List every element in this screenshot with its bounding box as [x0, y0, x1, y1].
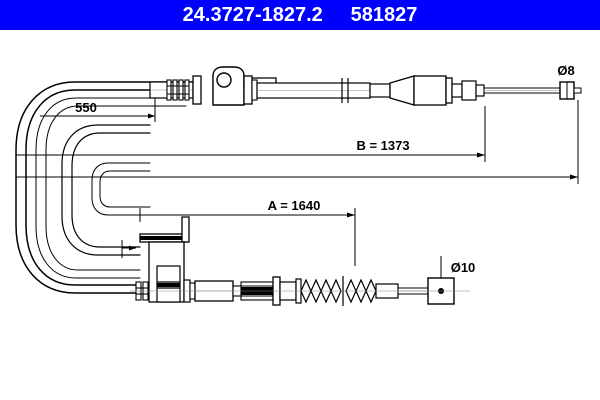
dia10-label: Ø10: [451, 260, 476, 275]
upper-barrel: [413, 75, 447, 106]
technical-drawing: Ø8 550 B = 1373 A = 1640: [15, 63, 582, 306]
bracket-hole: [216, 72, 232, 88]
dim550-arrow-right: [148, 113, 155, 119]
dim-outer-arrow-right: [570, 174, 578, 180]
cable-outer-top: [15, 81, 194, 294]
upper-taper-cone: [389, 75, 415, 106]
upper-break-marks: [341, 78, 349, 103]
dia8-annotation: Ø8: [557, 63, 574, 78]
lower-bracket-hook: [181, 216, 190, 243]
upper-collar-a: [192, 75, 202, 105]
page-title: 24.3727-1827.2 581827: [182, 3, 418, 26]
upper-nipple-b: [461, 80, 477, 101]
lower-bracket-bar-shade: [140, 236, 188, 240]
dimension-550: [40, 98, 156, 122]
dimension-b-1373: [16, 106, 486, 162]
dimension-a-1640: [139, 208, 356, 266]
dim-550-label: 550: [75, 100, 97, 115]
cable-outer-bottom: [25, 89, 194, 286]
cable-lower-outer-a: [61, 124, 151, 256]
upper-collar-b: [243, 75, 253, 105]
upper-crimp-ribs: [166, 79, 190, 101]
dim-b-label: B = 1373: [356, 138, 409, 153]
upper-cable-assembly: [149, 66, 582, 106]
upper-nipple-c: [475, 84, 485, 97]
dia8-label: Ø8: [557, 63, 574, 78]
cable-loop-curves: [15, 81, 194, 294]
lower-cable-assembly: [130, 216, 470, 306]
upper-end-tip: [573, 87, 582, 94]
upper-end-flange: [445, 77, 453, 104]
dimension-overall-outer: [16, 100, 579, 184]
cable-inner-upper-b: [45, 105, 187, 271]
cable-lower-outer-b: [71, 132, 151, 248]
upper-collar-c: [251, 79, 258, 101]
cable-innermost-b: [99, 170, 151, 208]
upper-step-segment: [369, 83, 391, 98]
lower-bracket-inner-fill: [157, 283, 180, 287]
dimB-arrow-right: [477, 152, 485, 158]
upper-nipple-a: [451, 83, 463, 98]
lower-left-tick: [121, 240, 136, 258]
dim-a-label: A = 1640: [268, 198, 321, 213]
cable-inner-upper-a: [35, 97, 187, 279]
dimA-arrow-right: [347, 212, 355, 218]
header-bar: 24.3727-1827.2 581827: [0, 0, 600, 30]
cable-innermost-a: [91, 162, 151, 216]
